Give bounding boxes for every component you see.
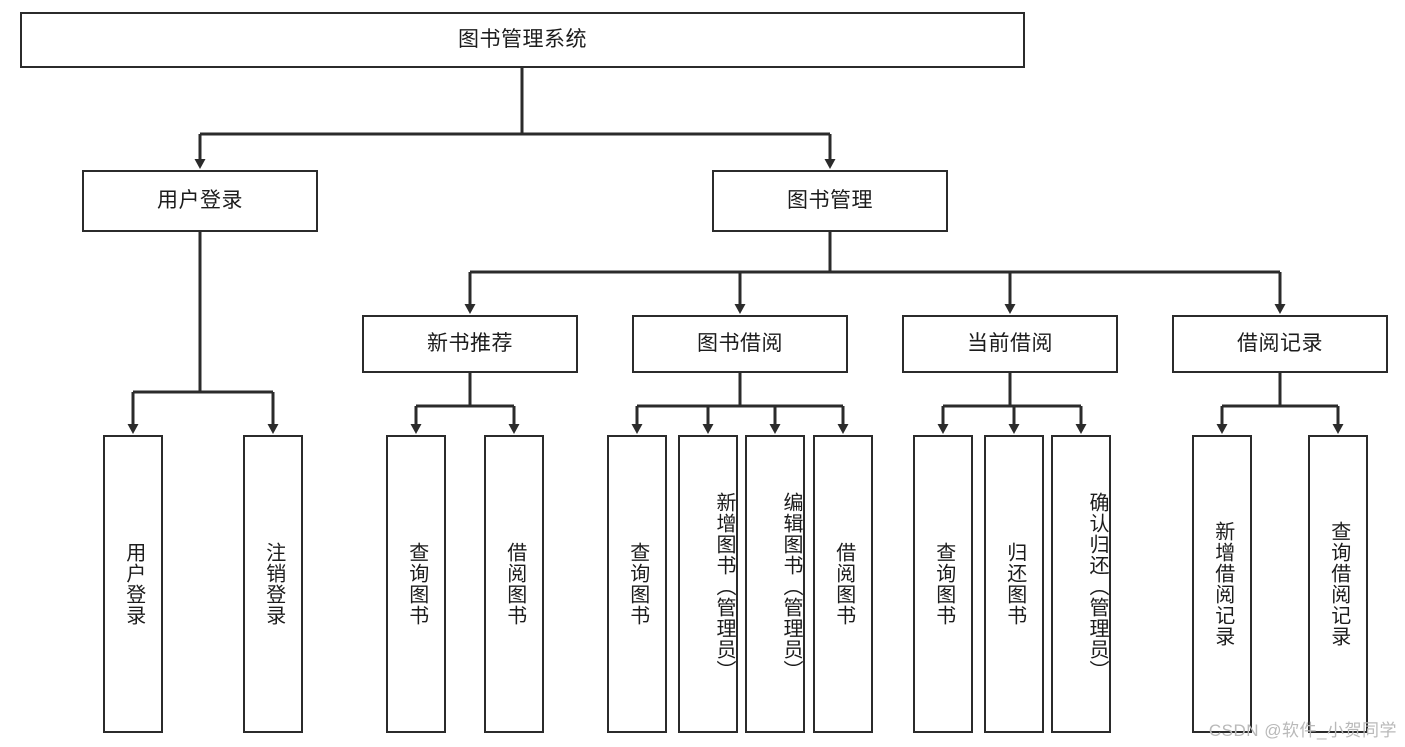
leaf-logout[interactable]: 注销登录 — [243, 435, 303, 733]
leaf-add-book-admin[interactable]: 新增图书（管理员） — [678, 435, 738, 733]
leaf-edit-book-admin[interactable]: 编辑图书（管理员） — [745, 435, 805, 733]
node-user-login[interactable]: 用户登录 — [82, 170, 318, 232]
node-borrow-record[interactable]: 借阅记录 — [1172, 315, 1388, 373]
node-book-management-system[interactable]: 图书管理系统 — [20, 12, 1025, 68]
node-book-borrow[interactable]: 图书借阅 — [632, 315, 848, 373]
node-book-management[interactable]: 图书管理 — [712, 170, 948, 232]
leaf-return-book[interactable]: 归还图书 — [984, 435, 1044, 733]
leaf-query-book-recommendation[interactable]: 查询图书 — [386, 435, 446, 733]
leaf-user-login[interactable]: 用户登录 — [103, 435, 163, 733]
node-new-book-recommendation[interactable]: 新书推荐 — [362, 315, 578, 373]
node-current-borrow[interactable]: 当前借阅 — [902, 315, 1118, 373]
leaf-query-book-current[interactable]: 查询图书 — [913, 435, 973, 733]
leaf-query-book-borrow[interactable]: 查询图书 — [607, 435, 667, 733]
leaf-confirm-return-admin[interactable]: 确认归还（管理员） — [1051, 435, 1111, 733]
leaf-borrow-book[interactable]: 借阅图书 — [813, 435, 873, 733]
leaf-add-borrow-record[interactable]: 新增借阅记录 — [1192, 435, 1252, 733]
leaf-borrow-book-recommendation[interactable]: 借阅图书 — [484, 435, 544, 733]
leaf-query-borrow-record[interactable]: 查询借阅记录 — [1308, 435, 1368, 733]
